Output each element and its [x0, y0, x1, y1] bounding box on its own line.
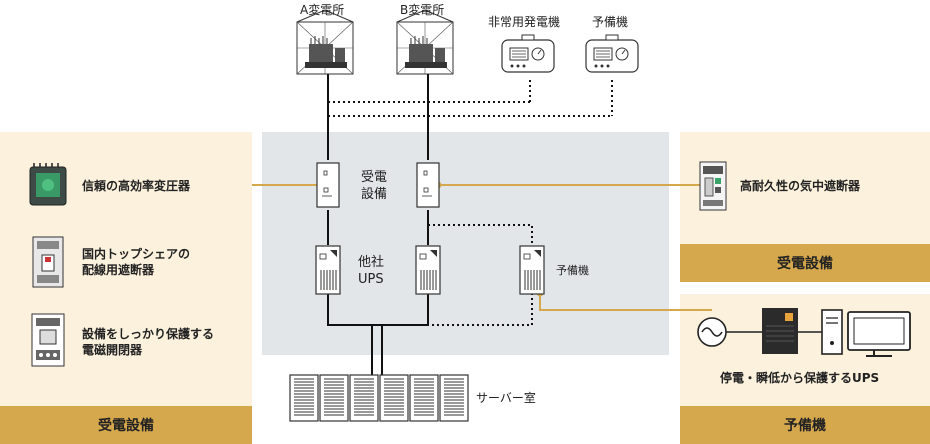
standby-top-label: 予備機	[592, 15, 629, 29]
right-top-panel: 受電設備	[680, 132, 930, 282]
receiving-label: 受電 設備	[361, 169, 387, 203]
ups-label-line2: UPS	[358, 272, 384, 287]
transformer-icon	[29, 163, 67, 206]
receiving-cabinet-left-icon	[316, 162, 340, 208]
right-bottom-caption: 停電・瞬低から保護するUPS	[720, 371, 880, 385]
left-item-breaker-line2: 配線用遮断器	[82, 263, 155, 277]
magnetic-contactor-icon	[31, 313, 65, 367]
ups-right-icon	[415, 245, 441, 295]
standby-center-label: 予備機	[556, 264, 589, 277]
substation-b-icon	[396, 9, 454, 75]
receiving-label-line1: 受電	[361, 170, 388, 185]
right-top-item: 高耐久性の気中遮断器	[740, 179, 861, 193]
left-panel-title: 受電設備	[0, 406, 252, 444]
left-item-breaker-line1: 国内トップシェアの	[82, 247, 191, 261]
server-rack-icons	[289, 374, 469, 422]
substation-a-label: A変電所	[300, 3, 345, 17]
substation-b-label: B変電所	[400, 3, 445, 17]
server-room-label: サーバー室	[476, 391, 536, 405]
standby-generator-icon	[585, 34, 639, 73]
generator-label: 非常用発電機	[488, 15, 561, 29]
air-circuit-breaker-icon	[699, 161, 727, 211]
emergency-generator-icon	[501, 34, 555, 73]
right-bottom-panel-title: 予備機	[680, 406, 930, 444]
receiving-label-line2: 設備	[361, 187, 388, 202]
ups-left-icon	[315, 245, 341, 295]
left-item-transformer: 信頼の高効率変圧器	[82, 179, 191, 193]
monitor-icon	[847, 311, 911, 357]
ups-unit-icon	[762, 308, 798, 354]
ups-label: 他社 UPS	[358, 254, 384, 288]
right-top-panel-title: 受電設備	[680, 244, 930, 282]
left-item-contactor-line2: 電磁開閉器	[82, 343, 143, 357]
ups-diagram-icons	[697, 308, 911, 357]
ups-label-line1: 他社	[358, 255, 385, 270]
computer-tower-icon	[821, 309, 843, 355]
left-item-contactor-line1: 設備をしっかり保護する	[82, 327, 215, 341]
standby-ups-icon	[519, 245, 545, 295]
receiving-cabinet-right-icon	[416, 162, 440, 208]
substation-a-icon	[296, 9, 354, 75]
breaker-icon	[32, 236, 64, 288]
left-item-breaker: 国内トップシェアの 配線用遮断器	[82, 246, 190, 278]
left-item-contactor: 設備をしっかり保護する 電磁開閉器	[82, 326, 214, 358]
